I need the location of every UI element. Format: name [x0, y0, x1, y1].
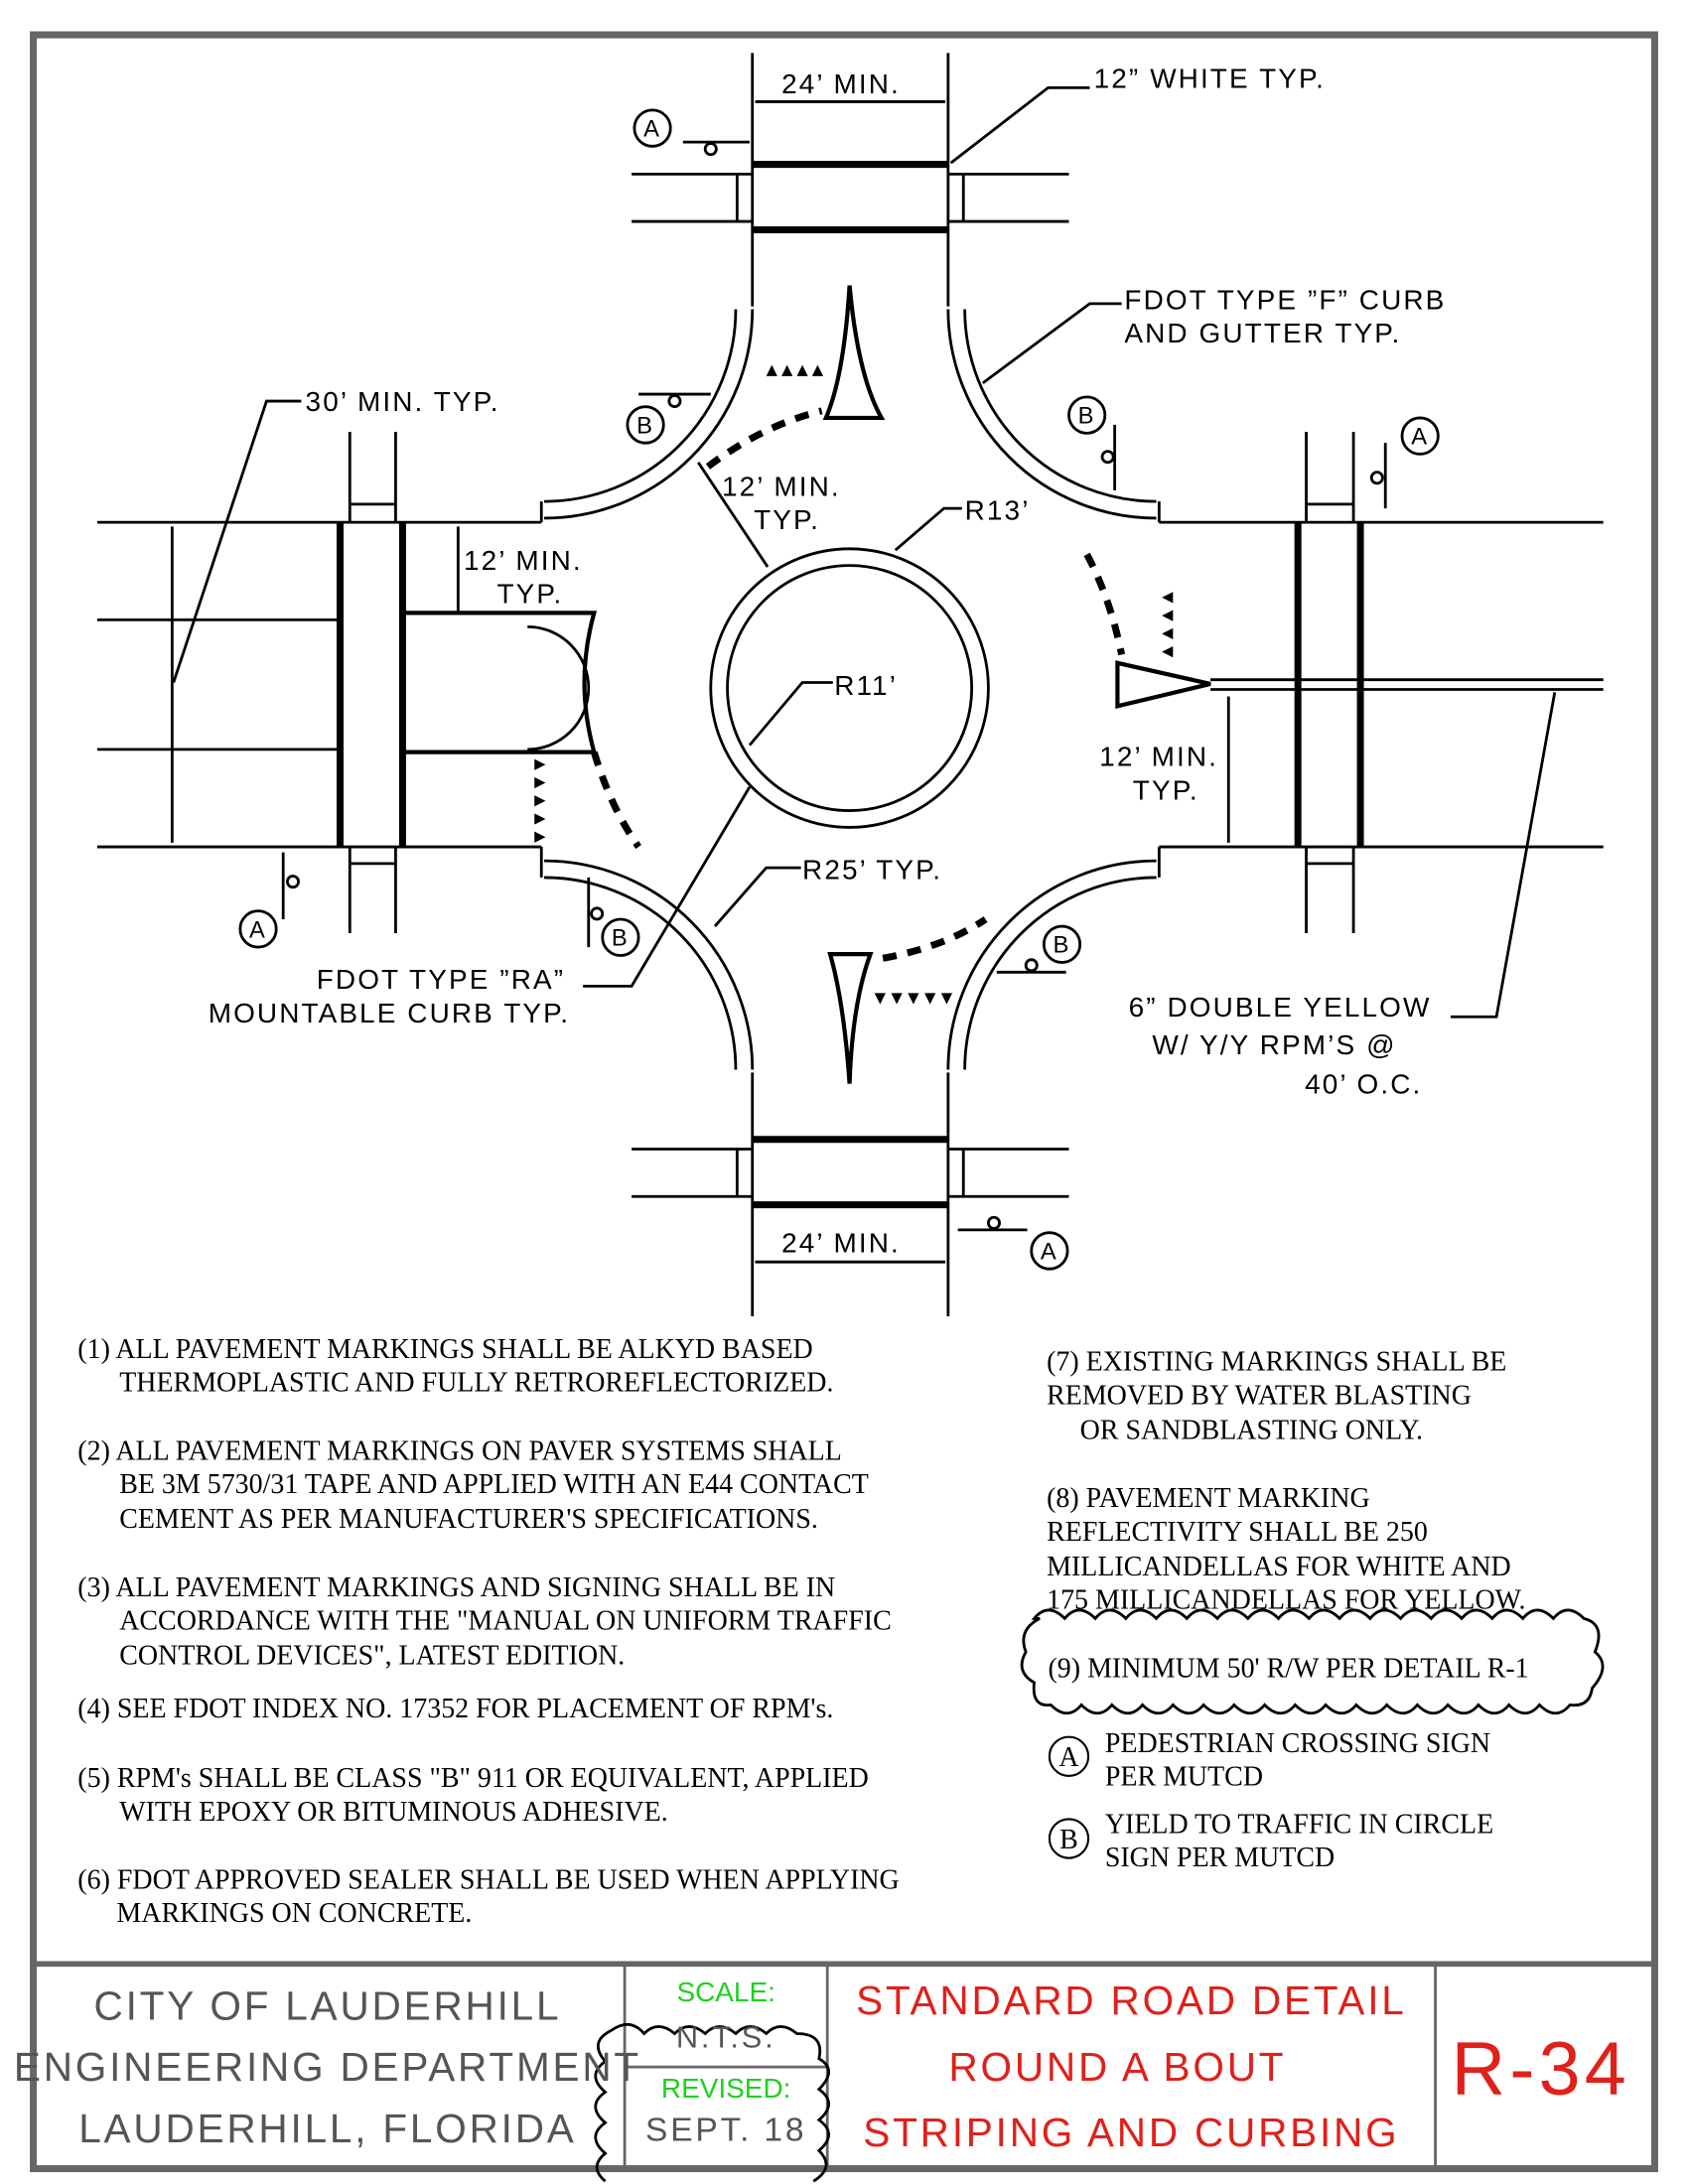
note-1: THERMOPLASTIC AND FULLY RETROREFLECTORIZ… [119, 1368, 833, 1399]
agency-location: LAUDERHILL, FLORIDA [78, 2106, 576, 2151]
legend-a: PEDESTRIAN CROSSING SIGN [1105, 1728, 1490, 1759]
agency-department: ENGINEERING DEPARTMENT [14, 2044, 641, 2090]
curb-f-label: AND GUTTER TYP. [1124, 318, 1401, 348]
agency-name: CITY OF LAUDERHILL [94, 1982, 562, 2028]
min12-label: TYP. [754, 504, 820, 535]
revision-cloud [1020, 1608, 1605, 1715]
title-block: CITY OF LAUDERHILL ENGINEERING DEPARTMEN… [14, 1964, 1630, 2183]
scale-label: SCALE: [676, 1977, 774, 2007]
revised-value: SEPT. 18 [645, 2112, 806, 2148]
sign-label: A [249, 916, 267, 943]
sign-label: B [1054, 932, 1071, 959]
note-3: ACCORDANCE WITH THE "MANUAL ON UNIFORM T… [119, 1606, 891, 1637]
r11-label: R11’ [834, 670, 898, 701]
sign-label: B [612, 925, 630, 952]
central-island [709, 547, 990, 829]
dim-bottom: 24’ MIN. [781, 1227, 901, 1258]
yellow-label: 6” DOUBLE YELLOW [1129, 992, 1432, 1023]
yellow-label: 40’ O.C. [1305, 1068, 1422, 1099]
general-notes: (1) ALL PAVEMENT MARKINGS SHALL BE ALKYD… [77, 1334, 1605, 1929]
sign-label: B [1078, 402, 1096, 429]
dim-top: 24’ MIN. [781, 68, 901, 99]
min12-label: 12’ MIN. [1099, 742, 1218, 772]
ra-curb-label: MOUNTABLE CURB TYP. [209, 998, 570, 1028]
min12-label: TYP. [1133, 774, 1199, 805]
legend-b: YIELD TO TRAFFIC IN CIRCLE [1105, 1809, 1493, 1840]
sheet-border [30, 31, 1658, 2173]
note-8: MILLICANDELLAS FOR WHITE AND [1047, 1552, 1511, 1582]
sign-label: A [1411, 424, 1429, 451]
min12-label: TYP. [496, 578, 563, 609]
legend-b: SIGN PER MUTCD [1105, 1843, 1335, 1873]
note-7: REMOVED BY WATER BLASTING [1047, 1380, 1472, 1411]
sign-label: B [636, 412, 654, 439]
note-4: (4) SEE FDOT INDEX NO. 17352 FOR PLACEME… [77, 1694, 833, 1724]
r25-label: R25’ TYP. [802, 854, 942, 885]
note-9: (9) MINIMUM 50' R/W PER DETAIL R-1 [1049, 1653, 1529, 1684]
legend-a: PER MUTCD [1105, 1762, 1263, 1793]
note-5: (5) RPM's SHALL BE CLASS "B" 911 OR EQUI… [77, 1763, 869, 1794]
note-5: WITH EPOXY OR BITUMINOUS ADHESIVE. [119, 1797, 668, 1828]
r13-label: R13’ [965, 494, 1031, 525]
note-8: REFLECTIVITY SHALL BE 250 [1047, 1517, 1428, 1548]
sign-a-symbols [238, 108, 1440, 1271]
min12-label: 12’ MIN. [722, 471, 841, 501]
curb-f-label: FDOT TYPE ”F” CURB [1124, 284, 1446, 315]
note-1: (1) ALL PAVEMENT MARKINGS SHALL BE ALKYD… [77, 1334, 812, 1365]
legend-b-symbol: B [1059, 1825, 1078, 1855]
revised-label: REVISED: [661, 2073, 790, 2104]
drawing-title-3: STRIPING AND CURBING [863, 2110, 1399, 2155]
min12-label: 12’ MIN. [464, 545, 583, 576]
white-typ-label: 12” WHITE TYP. [1094, 63, 1326, 93]
ra-curb-label: FDOT TYPE ”RA” [317, 964, 565, 995]
note-2: CEMENT AS PER MANUFACTURER'S SPECIFICATI… [119, 1504, 818, 1535]
yellow-label: W/ Y/Y RPM’S @ [1152, 1029, 1396, 1060]
sheet-number: R-34 [1452, 2028, 1630, 2112]
note-6: MARKINGS ON CONCRETE. [116, 1898, 472, 1929]
drawing-title-1: STANDARD ROAD DETAIL [856, 1978, 1406, 2023]
note-7: (7) EXISTING MARKINGS SHALL BE [1047, 1347, 1506, 1378]
min30-label: 30’ MIN. TYP. [306, 386, 500, 417]
note-6: (6) FDOT APPROVED SEALER SHALL BE USED W… [77, 1865, 899, 1896]
note-2: (2) ALL PAVEMENT MARKINGS ON PAVER SYSTE… [77, 1435, 842, 1466]
note-7: OR SANDBLASTING ONLY. [1080, 1415, 1423, 1445]
legend-a-symbol: A [1058, 1742, 1079, 1773]
scale-value: N.T.S. [676, 2019, 775, 2054]
sign-b-symbols [587, 392, 1117, 974]
roundabout-plan: A A A A B B B B 24’ MIN. 24’ MIN. 12” WH… [96, 53, 1604, 1316]
note-3: CONTROL DEVICES", LATEST EDITION. [119, 1641, 625, 1672]
note-2: BE 3M 5730/31 TAPE AND APPLIED WITH AN E… [119, 1469, 869, 1500]
sign-label: A [643, 115, 661, 142]
note-8: (8) PAVEMENT MARKING [1047, 1483, 1370, 1514]
note-3: (3) ALL PAVEMENT MARKINGS AND SIGNING SH… [77, 1572, 835, 1603]
drawing-title-2: ROUND A BOUT [948, 2044, 1286, 2090]
sign-label: A [1041, 1238, 1058, 1265]
